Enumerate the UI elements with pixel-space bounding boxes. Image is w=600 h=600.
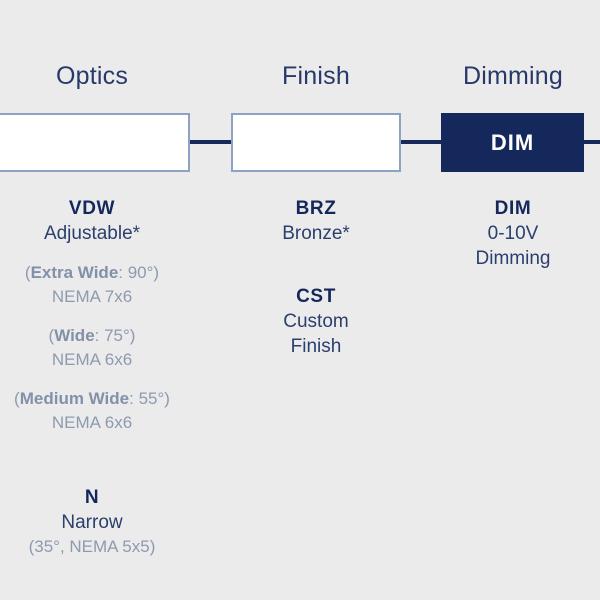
option-description: Narrow [61, 511, 123, 533]
option-description: 0-10V [487, 223, 539, 245]
option-code: N [84, 486, 100, 508]
options-finish: BRZ Bronze* CST Custom Finish [236, 196, 396, 359]
option-description: Adjustable* [43, 223, 141, 245]
option-sub-line: NEMA 6x6 [51, 349, 133, 369]
option-code: DIM [494, 198, 532, 219]
option-vdw-beam-medium-wide: (Medium Wide: 55°) NEMA 6x6 [0, 388, 192, 435]
column-header-finish: Finish [282, 62, 350, 90]
column-header-dimming: Dimming [462, 62, 564, 90]
option-sub-line: NEMA 6x6 [51, 412, 133, 432]
code-box-dimming[interactable]: DIM [441, 113, 584, 172]
option-sub-line: (Wide: 75°) [48, 326, 136, 346]
option-sub-line: (Medium Wide: 55°) [14, 388, 170, 408]
option-code: CST [296, 286, 336, 308]
option-cst: CST Custom Finish [236, 284, 396, 359]
code-box-finish[interactable] [231, 113, 401, 172]
option-description-line2: Finish [290, 336, 342, 358]
option-description-line2: Dimming [475, 248, 551, 270]
option-vdw: VDW Adjustable* [0, 196, 192, 246]
option-sub-line: NEMA 7x6 [51, 287, 133, 307]
option-sub-line: (Extra Wide: 90°) [24, 263, 160, 283]
option-group-spacer [236, 262, 396, 284]
option-vdw-beam-wide: (Wide: 75°) NEMA 6x6 [0, 325, 192, 372]
options-optics: VDW Adjustable* (Extra Wide: 90°) NEMA 7… [0, 196, 192, 559]
option-code: VDW [68, 198, 116, 219]
code-box-optics[interactable] [0, 113, 190, 172]
options-dimming: DIM 0-10V Dimming [433, 196, 593, 271]
option-code: BRZ [295, 198, 337, 219]
option-vdw-beam-extra-wide: (Extra Wide: 90°) NEMA 7x6 [0, 262, 192, 309]
option-description: Custom [283, 311, 349, 333]
option-narrow: N Narrow (35°, NEMA 5x5) [0, 485, 192, 559]
column-header-optics: Optics [55, 62, 129, 90]
option-group-spacer [0, 451, 192, 485]
option-dim: DIM 0-10V Dimming [433, 196, 593, 271]
option-description: Bronze* [282, 223, 350, 245]
option-sub-line: (35°, NEMA 5x5) [28, 536, 156, 556]
option-brz: BRZ Bronze* [236, 196, 396, 246]
